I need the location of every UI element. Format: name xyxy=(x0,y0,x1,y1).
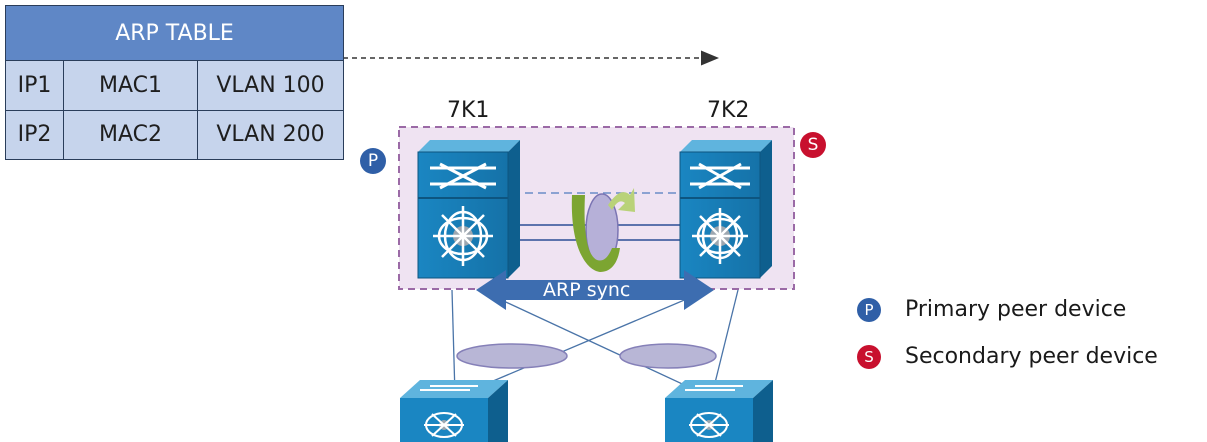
arp-mac-cell: MAC1 xyxy=(63,60,198,111)
access-switch-left-icon xyxy=(400,380,508,442)
legend-primary-label: Primary peer device xyxy=(905,297,1127,322)
device-label-7k1: 7K1 xyxy=(447,98,490,123)
arp-vlan-cell: VLAN 100 xyxy=(196,60,345,111)
arp-table-title: ARP TABLE xyxy=(4,4,345,62)
legend-secondary-badge-icon: S xyxy=(857,345,881,369)
legend-secondary-label: Secondary peer device xyxy=(905,344,1158,369)
arp-mac-cell: MAC2 xyxy=(63,109,198,161)
access-switch-right-icon xyxy=(665,380,773,442)
arp-table: ARP TABLE IP1 MAC1 VLAN 100 IP2 MAC2 VLA… xyxy=(4,4,345,161)
port-channel-right xyxy=(619,343,717,369)
table-row: IP2 MAC2 VLAN 200 xyxy=(5,109,345,161)
secondary-badge-icon: S xyxy=(800,132,826,158)
arp-ip-cell: IP1 xyxy=(5,60,64,111)
table-row: IP1 MAC1 VLAN 100 xyxy=(5,60,345,111)
switch-7k2-icon xyxy=(679,140,772,279)
primary-badge-icon: P xyxy=(360,148,386,174)
arp-ip-cell: IP2 xyxy=(5,109,64,161)
switch-7k1-icon xyxy=(417,140,520,279)
arp-vlan-cell: VLAN 200 xyxy=(196,109,345,161)
arp-table-header: ARP TABLE xyxy=(4,4,345,62)
peer-link-loop-icon xyxy=(571,188,635,272)
device-label-7k2: 7K2 xyxy=(707,98,750,123)
port-channel-left xyxy=(456,343,568,369)
legend-primary-badge-icon: P xyxy=(857,298,881,322)
downlinks xyxy=(451,289,739,396)
arp-sync-arrow xyxy=(476,270,714,310)
arp-sync-label: ARP sync xyxy=(543,279,631,301)
